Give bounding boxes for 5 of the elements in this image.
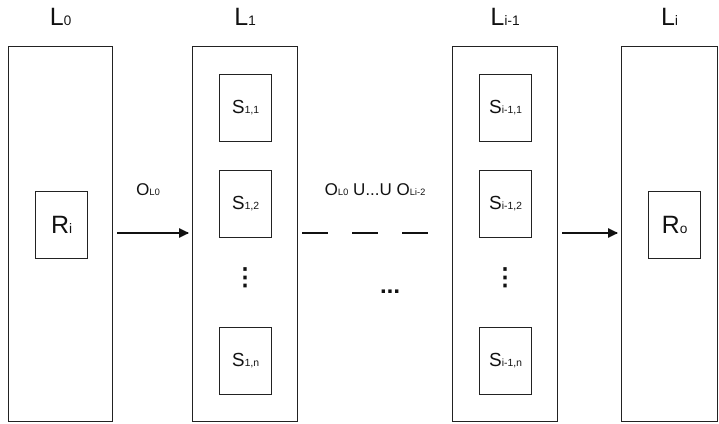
ellipsis: ⋮ [233,266,257,290]
ellipsis: ... [380,274,400,298]
arrow [562,228,618,238]
arrow [117,228,189,238]
ellipsis: ⋮ [493,266,517,290]
